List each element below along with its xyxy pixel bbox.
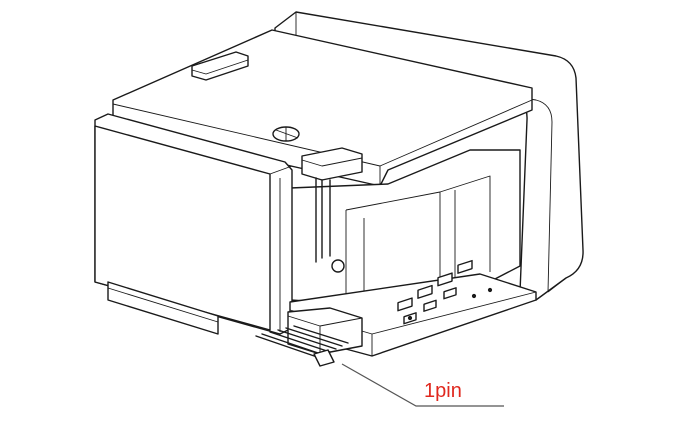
pin-header-connector — [255, 307, 363, 367]
sensor-post — [301, 147, 363, 273]
pin1-label: 1pin — [424, 380, 462, 402]
front-display-module — [94, 113, 293, 335]
top-screw — [272, 126, 300, 142]
cover-latch-tab — [191, 51, 249, 81]
board-components — [397, 259, 493, 325]
pin1-leader — [341, 363, 504, 407]
